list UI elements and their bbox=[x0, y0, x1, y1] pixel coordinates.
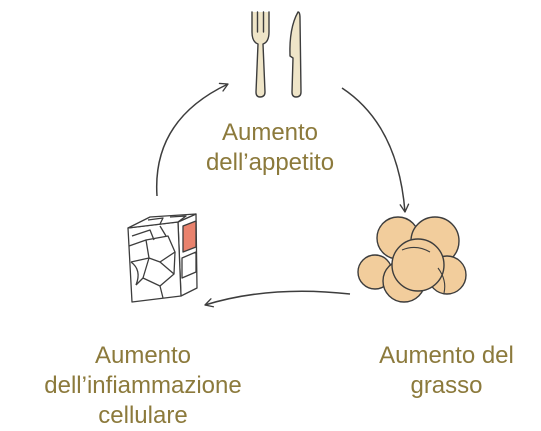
label-fat-line-2: grasso bbox=[410, 372, 483, 399]
arrow-fat-to-inflammation bbox=[204, 290, 351, 308]
label-inflammation-line-1: Aumento bbox=[94, 342, 192, 369]
label-inflammation: Aumento dell’infiammazione cellulare bbox=[0, 341, 286, 431]
label-appetite-line-2: dell’appetito bbox=[205, 149, 335, 176]
fat-cells-icon bbox=[357, 216, 467, 303]
label-inflammation-line-2: dell’infiammazione bbox=[44, 372, 242, 399]
label-appetite-line-1: Aumento bbox=[221, 119, 319, 146]
label-fat: Aumento del grasso bbox=[352, 341, 541, 401]
label-inflammation-line-3: cellulare bbox=[98, 402, 188, 429]
inflamed-cells-icon bbox=[127, 213, 198, 303]
label-fat-line-1: Aumento del bbox=[379, 342, 514, 369]
arrow-appetite-to-fat bbox=[341, 87, 410, 213]
fork-and-knife-icon bbox=[251, 11, 302, 98]
arrow-inflammation-to-appetite bbox=[155, 82, 229, 197]
label-appetite: Aumento dell’appetito bbox=[170, 118, 370, 178]
